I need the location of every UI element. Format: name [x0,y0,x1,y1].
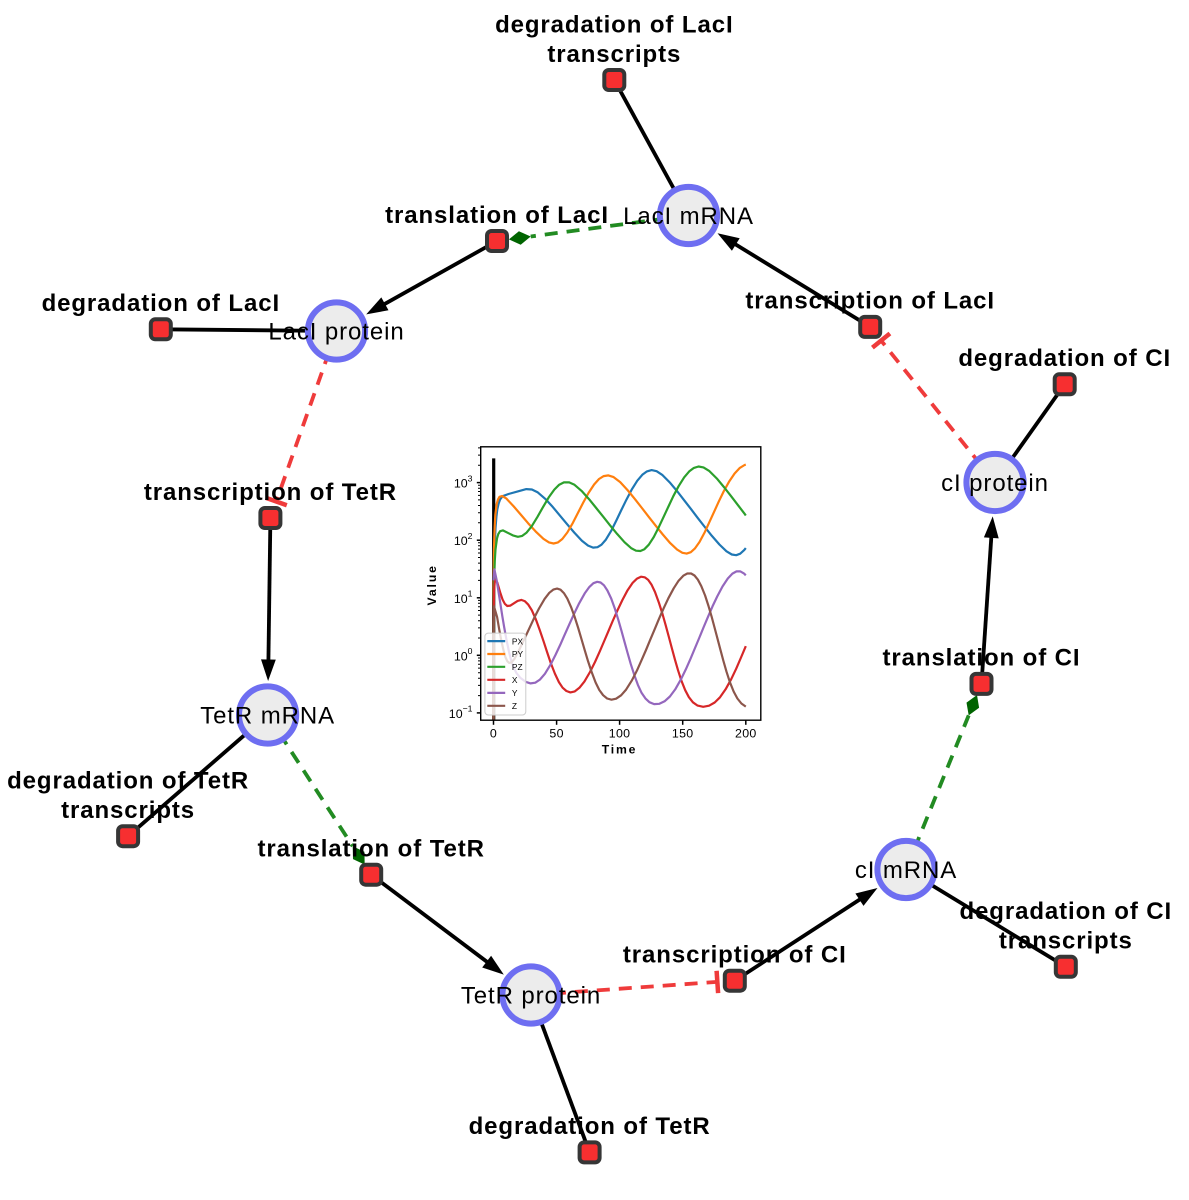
svg-text:PX: PX [512,636,524,646]
svg-text:PY: PY [512,649,524,659]
svg-text:150: 150 [672,727,694,741]
svg-text:translation of LacI: translation of LacI [385,202,609,229]
svg-text:degradation of TetR: degradation of TetR [469,1113,711,1140]
svg-text:translation of CI: translation of CI [883,645,1081,672]
svg-text:degradation of TetR: degradation of TetR [7,768,249,795]
svg-text:200: 200 [735,727,757,741]
svg-text:TetR mRNA: TetR mRNA [200,703,335,730]
svg-text:degradation of LacI: degradation of LacI [42,290,280,317]
svg-text:100: 100 [609,727,631,741]
svg-text:Value: Value [425,564,439,605]
svg-text:LacI mRNA: LacI mRNA [623,203,754,230]
svg-text:transcripts: transcripts [547,41,681,68]
svg-text:degradation of LacI: degradation of LacI [495,11,733,38]
svg-text:transcription of CI: transcription of CI [623,942,847,969]
svg-text:transcripts: transcripts [61,797,195,824]
svg-text:transcription of TetR: transcription of TetR [144,479,397,506]
svg-text:50: 50 [549,727,563,741]
svg-text:LacI protein: LacI protein [268,319,404,346]
svg-text:TetR protein: TetR protein [461,983,601,1010]
svg-text:Z: Z [512,701,517,711]
svg-text:translation of TetR: translation of TetR [258,836,485,863]
svg-text:PZ: PZ [512,662,523,672]
svg-text:Y: Y [512,688,518,698]
svg-text:0: 0 [490,727,497,741]
svg-text:degradation of CI: degradation of CI [959,898,1172,925]
svg-text:Time: Time [602,742,637,756]
svg-text:cI mRNA: cI mRNA [855,857,957,884]
svg-text:transcription of LacI: transcription of LacI [745,288,995,315]
svg-text:X: X [512,675,518,685]
svg-text:cI protein: cI protein [941,470,1049,497]
svg-text:degradation of CI: degradation of CI [958,345,1171,372]
svg-text:transcripts: transcripts [999,928,1133,955]
